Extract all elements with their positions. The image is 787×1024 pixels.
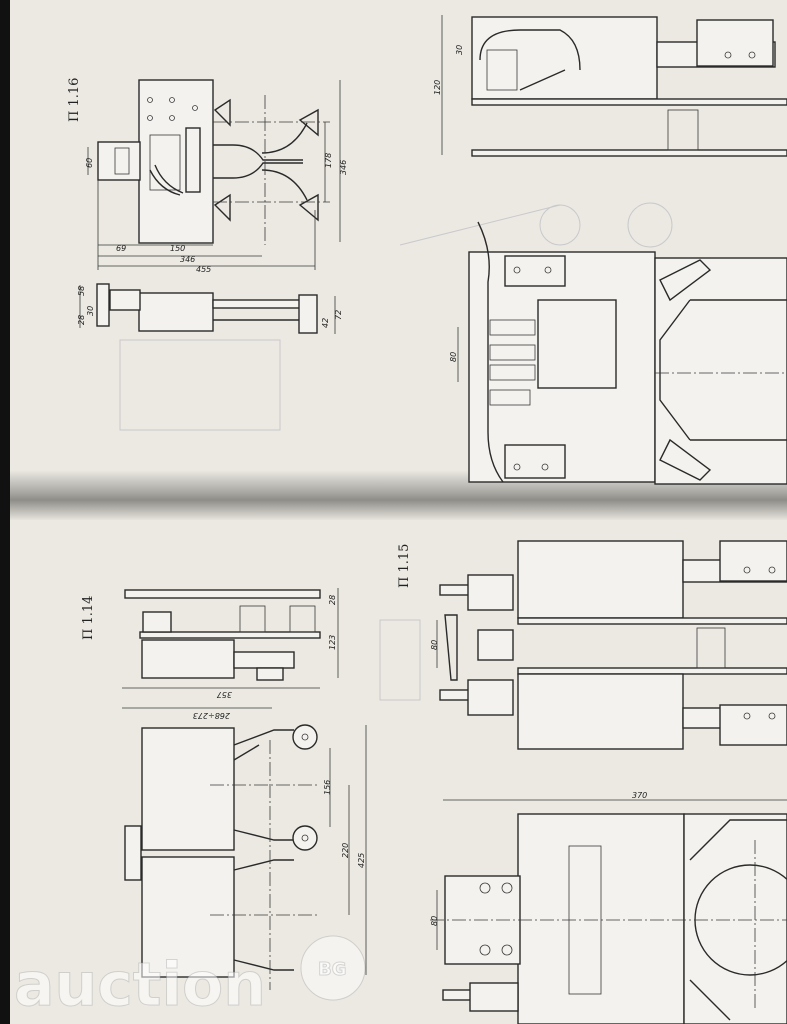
dim-156: 156 xyxy=(323,780,332,795)
dim-80: 80 xyxy=(430,640,439,650)
figure-label: П 1.16 xyxy=(67,78,82,122)
dim-30: 30 xyxy=(455,45,464,55)
dim-80: 80 xyxy=(430,916,439,926)
dim-28: 28 xyxy=(328,595,337,605)
figure-p1-15: П 1.15 80 370 80 xyxy=(397,540,787,1024)
dim-58: 58 xyxy=(77,286,86,296)
figure-top-right: 120 30 80 xyxy=(433,15,787,485)
dim-357: 357 xyxy=(216,690,232,699)
dim-346-horizontal: 346 xyxy=(180,255,195,264)
dim-370: 370 xyxy=(632,791,647,800)
watermark-suffix: BG xyxy=(318,959,347,980)
dim-178: 178 xyxy=(324,153,333,168)
figure-label: П 1.14 xyxy=(81,596,96,640)
dim-123: 123 xyxy=(328,635,337,650)
figure-p1-16: П 1.16 60 178 346 69 150 346 455 58 28 xyxy=(67,78,348,334)
dim-346-vertical: 346 xyxy=(339,160,348,175)
dim-30: 30 xyxy=(86,306,95,316)
dim-268-273: 268÷273 xyxy=(193,711,230,720)
dim-69: 69 xyxy=(116,244,126,253)
dim-150: 150 xyxy=(170,244,185,253)
auction-watermark: auction BG xyxy=(14,935,366,1021)
dim-220: 220 xyxy=(341,843,350,858)
dim-28: 28 xyxy=(77,315,86,325)
dim-42: 42 xyxy=(321,318,330,328)
dim-120: 120 xyxy=(433,80,442,95)
dim-80: 80 xyxy=(449,352,458,362)
dim-60: 60 xyxy=(85,158,94,168)
binding-edge xyxy=(0,0,10,1024)
watermark-text: auction xyxy=(14,950,266,1020)
dim-425: 425 xyxy=(357,853,366,868)
dim-455: 455 xyxy=(196,265,211,274)
dim-72: 72 xyxy=(334,310,343,320)
figure-label: П 1.15 xyxy=(397,544,412,588)
figure-p1-14: П 1.14 28 123 357 268÷273 156 220 425 xyxy=(81,588,367,990)
